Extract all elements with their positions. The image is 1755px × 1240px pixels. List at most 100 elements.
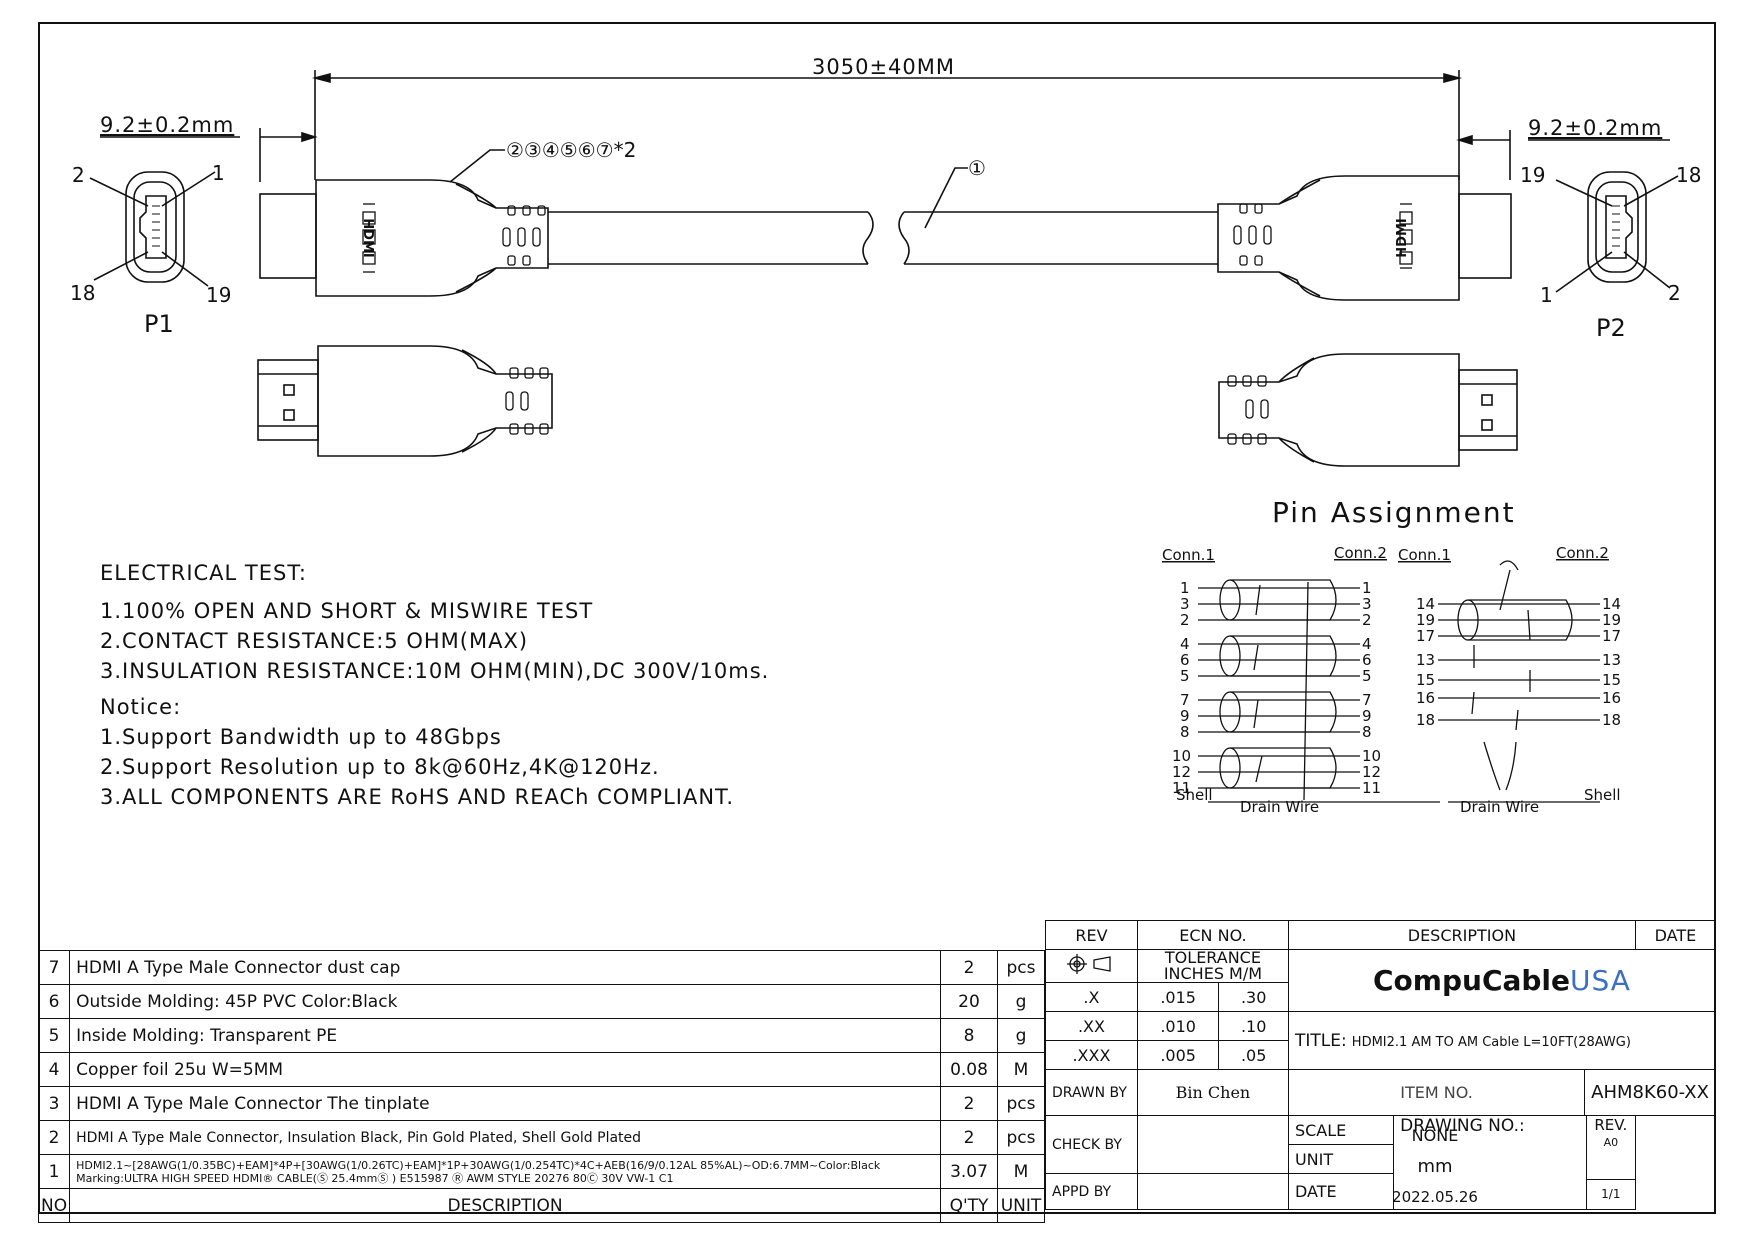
p2-connector-face [1555, 171, 1679, 293]
pa-left-pin-labels: 1 3 2 4 6 5 7 9 8 10 12 11 1 3 2 4 6 5 7… [1172, 579, 1621, 797]
notes-block: ELECTRICAL TEST: 1.100% OPEN AND SHORT &… [100, 558, 769, 812]
unit-value: mm [1417, 1156, 1453, 1177]
bom-header-no: NO [37, 1188, 71, 1223]
bom-qty: 20 [940, 984, 998, 1019]
pa-pin: 14 [1602, 595, 1621, 613]
pin-assignment-right-diagram [1438, 560, 1600, 803]
tol-key: .X [1045, 982, 1138, 1012]
bom-desc: Outside Molding: 45P PVC Color:Black [69, 984, 941, 1019]
tol-inch: .015 [1136, 982, 1220, 1012]
pa-left-shell: Shell [1176, 786, 1213, 804]
bom-unit: pcs [997, 950, 1045, 985]
bom-qty: 3.07 [940, 1154, 998, 1189]
pa-pin: 17 [1602, 627, 1621, 645]
pa-pin: 12 [1172, 763, 1191, 781]
pa-pin: 6 [1362, 651, 1372, 669]
drawing-no-label: DRAWING NO.: [1394, 1116, 1587, 1180]
right-head-dim-label: 9.2±0.2mm [1528, 116, 1662, 140]
pa-pin: 1 [1180, 579, 1190, 597]
p2-pin-18: 18 [1676, 163, 1701, 187]
pa-pin: 9 [1362, 707, 1372, 725]
overall-length-label: 3050±40MM [812, 55, 955, 79]
projection-symbol-cell [1045, 949, 1138, 983]
pa-pin: 6 [1180, 651, 1190, 669]
appd-by-label: APPD BY [1045, 1173, 1138, 1210]
rev-value: A0 [1603, 1136, 1619, 1149]
pa-left-conn1: Conn.1 [1162, 546, 1215, 564]
bom-desc: HDMI A Type Male Connector, Insulation B… [69, 1120, 941, 1155]
bom-qty: 8 [940, 1018, 998, 1053]
p1-label: P1 [144, 310, 174, 338]
pa-pin: 16 [1602, 689, 1621, 707]
right-connector-top [1217, 175, 1512, 301]
bom-qty: 2 [940, 1120, 998, 1155]
table-row: 1 HDMI2.1~[28AWG(1/0.35BC)+EAM]*4P+[30AW… [37, 1154, 1045, 1189]
p2-pin-19: 19 [1520, 163, 1545, 187]
pa-pin: 4 [1362, 635, 1372, 653]
pa-left-drain: Drain Wire [1240, 798, 1319, 816]
bom-header-row: NO DESCRIPTION Q'TY UNIT [37, 1188, 1045, 1223]
table-row: 5 Inside Molding: Transparent PE 8 g [37, 1018, 1045, 1053]
bom-qty: 0.08 [940, 1052, 998, 1087]
bom-desc: Inside Molding: Transparent PE [69, 1018, 941, 1053]
bill-of-materials: 7 HDMI A Type Male Connector dust cap 2 … [37, 950, 1045, 1223]
title-label: TITLE: [1294, 1030, 1347, 1051]
tb-date: DATE [1634, 920, 1717, 950]
pa-pin: 19 [1416, 611, 1435, 629]
left-head-dim-label: 9.2±0.2mm [100, 113, 234, 137]
pa-pin: 15 [1416, 671, 1435, 689]
bom-desc: HDMI A Type Male Connector dust cap [69, 950, 941, 985]
pa-pin: 13 [1416, 651, 1435, 669]
table-row: 6 Outside Molding: 45P PVC Color:Black 2… [37, 984, 1045, 1019]
right-molding-text: HDMI [1395, 218, 1410, 257]
bom-no: 6 [37, 984, 71, 1019]
logo-accent: USA [1570, 964, 1631, 997]
pa-pin: 2 [1180, 611, 1190, 629]
bom-unit: pcs [997, 1086, 1045, 1121]
p1-pin-1: 1 [212, 161, 225, 185]
p2-pin-2: 2 [1668, 281, 1681, 305]
check-by-value [1136, 1115, 1289, 1174]
title-block: REV ECN NO. DESCRIPTION DATE TOLERANCE I… [1045, 920, 1717, 1210]
table-row: 3 HDMI A Type Male Connector The tinplat… [37, 1086, 1045, 1121]
pa-pin: 16 [1416, 689, 1435, 707]
bom-header-desc: DESCRIPTION [69, 1188, 941, 1223]
tol-key: .XX [1045, 1011, 1138, 1041]
bom-no: 5 [37, 1018, 71, 1053]
tolerance-header: TOLERANCE INCHES M/M [1136, 949, 1289, 983]
date-label: DATE [1287, 1173, 1395, 1210]
pa-pin: 14 [1416, 595, 1435, 613]
bom-header-unit: UNIT [997, 1188, 1045, 1223]
bom-desc: Copper foil 25u W=5MM [69, 1052, 941, 1087]
rev-cell: REV. A0 [1586, 1116, 1635, 1180]
date-value: 2022.05.26 [1392, 1188, 1478, 1206]
item-no-label: ITEM NO. [1287, 1069, 1586, 1116]
p2-pin-1: 1 [1540, 283, 1553, 307]
pa-right-conn1: Conn.1 [1398, 546, 1451, 564]
notice-item: 3.ALL COMPONENTS ARE RoHS AND REACh COMP… [100, 785, 735, 809]
electrical-test-item: 1.100% OPEN AND SHORT & MISWIRE TEST [100, 599, 594, 623]
p2-label: P2 [1596, 314, 1626, 342]
pa-pin: 11 [1362, 779, 1381, 797]
bom-unit: M [997, 1154, 1045, 1189]
bom-desc: HDMI2.1~[28AWG(1/0.35BC)+EAM]*4P+[30AWG(… [76, 1158, 881, 1172]
notice-item: 1.Support Bandwidth up to 48Gbps [100, 725, 502, 749]
bom-no: 7 [37, 950, 71, 985]
item-no-value: AHM8K60-XX [1584, 1069, 1716, 1116]
check-by-label: CHECK BY [1045, 1115, 1138, 1174]
tol-key: .XXX [1045, 1040, 1138, 1070]
pa-pin: 3 [1180, 595, 1190, 613]
pa-pin: 7 [1180, 691, 1190, 709]
cable-callout: ① [968, 156, 986, 180]
sheet-number: 1/1 [1601, 1187, 1621, 1202]
pa-pin: 8 [1362, 723, 1372, 741]
tol-inch: .005 [1136, 1040, 1220, 1070]
pa-right-conn2: Conn.2 [1556, 544, 1609, 562]
tol-inch: .010 [1136, 1011, 1220, 1041]
right-connector-side [1218, 353, 1518, 467]
pa-pin: 4 [1180, 635, 1190, 653]
projection-symbol-icon [1067, 954, 1112, 974]
pin-assignment-left-diagram [1198, 579, 1440, 803]
pa-pin: 8 [1180, 723, 1190, 741]
